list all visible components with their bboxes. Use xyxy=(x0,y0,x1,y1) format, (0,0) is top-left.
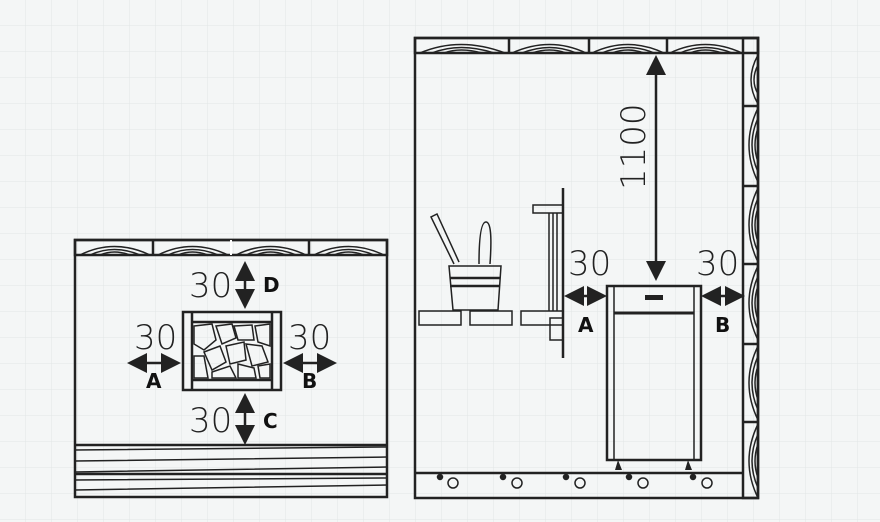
floor xyxy=(415,471,743,489)
label-bottom: C xyxy=(263,409,278,433)
wall-wood-strip xyxy=(741,36,760,500)
front-view-panel: 30 D 30 A 30 B 30 C xyxy=(73,238,389,499)
floor-planks xyxy=(74,443,388,491)
sauna-bench xyxy=(418,188,565,358)
label-left: A xyxy=(146,369,162,393)
dimension-bottom: 30 xyxy=(189,401,232,441)
ceiling-clearance-dimension: 1100 xyxy=(614,103,654,190)
label-right: B xyxy=(715,313,730,337)
dimension-right: 30 xyxy=(288,318,331,358)
stones-icon xyxy=(193,323,271,379)
label-top: D xyxy=(263,273,280,297)
sauna-bucket-icon xyxy=(429,212,502,311)
dimension-left: 30 xyxy=(134,318,177,358)
dimension-right: 30 xyxy=(696,244,739,284)
dimension-top: 30 xyxy=(189,266,232,306)
heater-top-view xyxy=(181,310,283,392)
label-left: A xyxy=(578,313,594,337)
brand-logo xyxy=(645,295,663,300)
label-right: B xyxy=(302,369,317,393)
side-view-panel: 1100 30 A 30 B xyxy=(413,36,760,500)
heater-side-view xyxy=(605,284,703,470)
dimension-left: 30 xyxy=(568,244,611,284)
ceiling-wood-strip xyxy=(73,238,389,257)
